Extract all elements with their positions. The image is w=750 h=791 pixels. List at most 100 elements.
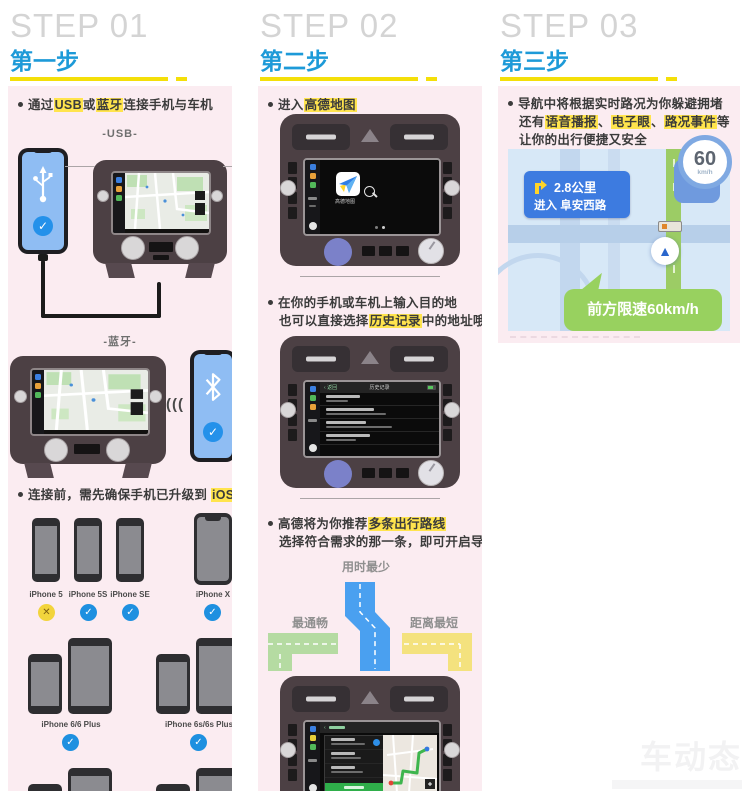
sidebar-status: [309, 205, 316, 207]
knob-large-right: [106, 438, 130, 462]
speed-warning-bubble: 前方限速60km/h: [564, 289, 722, 331]
phone-notch: [203, 350, 223, 355]
map-screen: [125, 173, 209, 229]
deck-button: [379, 468, 392, 478]
bullet-dot: [268, 102, 273, 107]
carplay-screen: [111, 171, 211, 235]
usb-icon: [33, 166, 53, 203]
car-arrow-icon: ▲: [658, 243, 672, 259]
app-icon-blue: [309, 386, 316, 392]
usb-caption: -USB-: [102, 128, 138, 140]
check-icon: [203, 422, 223, 442]
usb-connection-illustration: [8, 142, 232, 332]
step1-underline-dash: [176, 77, 187, 81]
selected-check-icon: [373, 739, 380, 746]
back-button[interactable]: ‹ 返回: [324, 385, 338, 391]
check-icon: ✓: [80, 604, 97, 621]
history-row[interactable]: [320, 419, 439, 432]
history-screen: ‹ 返回 历史记录: [320, 382, 439, 456]
phone-screen: [77, 526, 99, 574]
amap-app-icon[interactable]: [336, 172, 360, 196]
knob-large-right: [175, 236, 199, 260]
check-icon: [33, 216, 53, 236]
volume-knob-blue: [324, 238, 352, 266]
route-options-panel: [324, 735, 384, 791]
speed-limit-sign: 60 km/h: [678, 135, 732, 189]
phone-screen: [119, 526, 141, 574]
bluetooth-caption: -蓝牙-: [103, 336, 137, 348]
dash-line: [223, 166, 232, 167]
air-vent-right: [390, 124, 448, 150]
carplay-screen: ‹: [303, 720, 441, 791]
app-icon-green: [309, 182, 316, 188]
carplay-sidebar: [305, 160, 320, 234]
usb-plug: [38, 254, 48, 261]
phone-screen: [194, 354, 232, 458]
route-option[interactable]: [325, 736, 383, 750]
history-title: 历史记录: [369, 385, 390, 391]
cd-slot: [74, 444, 100, 454]
turn-right-arrow-icon: [534, 179, 547, 194]
truck-marker: [658, 221, 682, 232]
car-position-marker: ▲: [651, 237, 679, 265]
step2-underline-dash: [426, 77, 437, 81]
knob-small-left: [280, 180, 296, 196]
bullet-nav-3: 让你的出行便捷又安全: [519, 133, 648, 147]
history-row[interactable]: [320, 432, 439, 445]
step2-en-heading: STEP 02: [260, 7, 399, 44]
cd-slot: [149, 242, 173, 252]
deck-button: [396, 246, 409, 256]
route-fastest-label: 用时最少: [342, 560, 391, 574]
amap-app-label: 高德地图: [335, 199, 356, 205]
route-map: [383, 735, 437, 791]
tuner-knob-silver: [418, 460, 444, 486]
routes-illustration: [268, 582, 472, 671]
route-smoothest-label: 最通畅: [292, 616, 329, 630]
map-road-horizontal: [508, 225, 730, 243]
route-option[interactable]: [325, 764, 383, 778]
phone-bluetooth: [190, 350, 232, 462]
bullet-dot: [268, 521, 273, 526]
bullet-open-amap: 进入高德地图: [268, 94, 357, 113]
history-row[interactable]: [320, 393, 439, 406]
start-nav-button[interactable]: [325, 783, 383, 791]
air-vent-left: [292, 346, 350, 372]
knob-small-right: [211, 190, 223, 202]
knob-small-right: [444, 742, 460, 758]
head-unit-home: 高德地图: [258, 108, 482, 293]
phone-screen: [199, 646, 232, 706]
tuner-knob-silver: [418, 238, 444, 264]
knob-large-left: [121, 236, 145, 260]
phone-figure-clipped: [156, 784, 190, 791]
iphone6splus-figure: [196, 638, 232, 714]
history-row[interactable]: [320, 406, 439, 419]
route-option[interactable]: [325, 750, 383, 764]
knob-small-right: [444, 402, 460, 418]
check-icon: ✓: [62, 734, 79, 751]
knob-small-left: [14, 390, 27, 403]
phone-screen: [31, 662, 59, 706]
route-shortest-label: 距离最短: [410, 616, 459, 630]
home-button: [308, 444, 317, 452]
step3-panel: 导航中将根据实时路况为你躲避拥堵 还有语音播报、电子眼、路况事件等 让你的出行便…: [498, 86, 740, 343]
deck-button: [379, 246, 392, 256]
phone-screen: [159, 662, 187, 706]
step1-en-heading: STEP 01: [10, 7, 149, 44]
decorative-dashes: [510, 336, 640, 338]
bluetooth-waves: (((: [166, 396, 184, 413]
step2-panel: 进入高德地图: [258, 86, 482, 791]
bullet-dot: [18, 492, 23, 497]
head-unit-history: ‹ 返回 历史记录: [258, 330, 482, 515]
iphonex-figure: [194, 513, 232, 585]
knob-large-left: [44, 438, 68, 462]
watermark-subline: [612, 780, 742, 789]
phone-figure-clipped: [196, 768, 232, 791]
hazard-triangle: [361, 351, 379, 364]
phone-notch: [205, 517, 221, 521]
navigation-map: ▲ 2.8公里 进入 阜安西路 60 km/h 前方限速60km/h: [498, 135, 732, 331]
bullet-routes-2: 选择符合需求的那一条，即可开启导航: [279, 535, 482, 549]
history-header: ‹ 返回 历史记录: [320, 382, 439, 393]
phone-screen: [197, 517, 229, 581]
bullet-connect: 通过USB或蓝牙连接手机与车机: [18, 94, 213, 113]
